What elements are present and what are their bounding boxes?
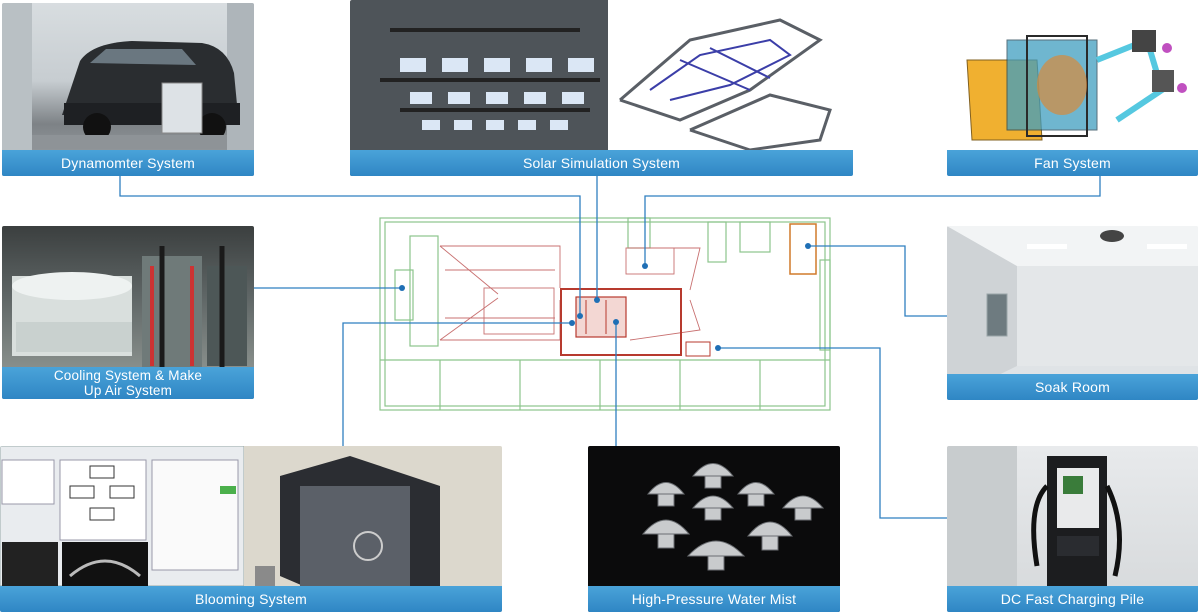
cooling-caption-line2: Up Air System xyxy=(83,383,173,398)
connector-fan xyxy=(644,176,1101,266)
soak-caption: Soak Room xyxy=(947,374,1198,400)
solar-photo xyxy=(350,0,853,176)
blooming-caption: Blooming System xyxy=(0,586,502,612)
water-mist-panel: High-Pressure Water Mist xyxy=(588,446,840,612)
water-mist-caption: High-Pressure Water Mist xyxy=(588,586,840,612)
charger-icon xyxy=(947,446,1122,612)
dc-charging-photo xyxy=(947,446,1198,612)
cad-frame-icon xyxy=(619,18,832,152)
solar-caption: Solar Simulation System xyxy=(350,150,853,176)
dynamometer-caption: Dynamomter System xyxy=(2,150,254,176)
dc-charging-panel: DC Fast Charging Pile xyxy=(947,446,1198,612)
fan-photo xyxy=(947,0,1198,176)
test-chamber xyxy=(560,223,817,357)
solar-lamp-array-icon xyxy=(350,0,832,176)
connector-dynamometer xyxy=(119,176,581,316)
water-mist-photo xyxy=(588,446,840,612)
connector-blooming xyxy=(342,322,572,446)
cooling-panel: Cooling System & Make Up Air System xyxy=(2,226,254,399)
fan-cad-icon xyxy=(966,30,1187,141)
solar-panel: Solar Simulation System xyxy=(350,0,853,176)
connector-lines xyxy=(119,176,1101,519)
room-icon xyxy=(947,226,1198,400)
connector-soak xyxy=(808,245,948,317)
connector-dots xyxy=(399,243,811,351)
car-icon xyxy=(2,3,254,176)
blooming-panel: Blooming System xyxy=(0,446,502,612)
connector-dc xyxy=(718,347,948,519)
fan-panel: Fan System xyxy=(947,0,1198,176)
blooming-photo xyxy=(0,446,502,612)
fan-caption: Fan System xyxy=(947,150,1198,176)
dynamometer-photo xyxy=(2,3,254,176)
cooling-caption-line1: Cooling System & Make xyxy=(53,368,203,383)
floor-plan-outline xyxy=(379,217,831,411)
soak-panel: Soak Room xyxy=(947,226,1198,400)
nozzle-icon xyxy=(641,463,825,571)
blooming-software-icon xyxy=(0,446,502,612)
soak-photo xyxy=(947,226,1198,400)
tunnel-duct xyxy=(439,245,701,341)
cooling-caption: Cooling System & Make Up Air System xyxy=(2,367,254,399)
chiller-icon xyxy=(12,246,247,376)
dc-charging-caption: DC Fast Charging Pile xyxy=(947,586,1198,612)
dynamometer-panel: Dynamomter System xyxy=(2,3,254,176)
cooling-photo xyxy=(2,226,254,399)
